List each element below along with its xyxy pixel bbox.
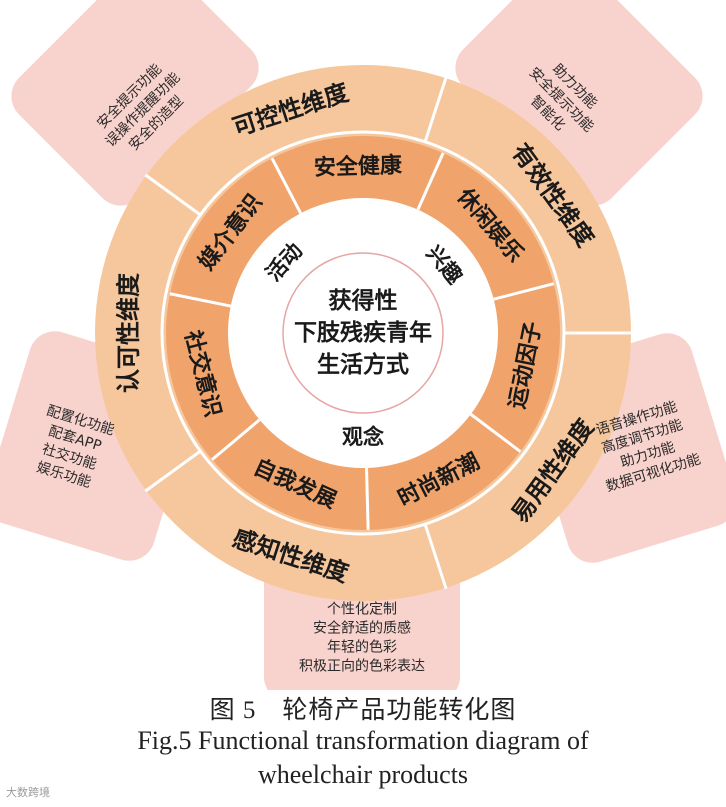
middle-divider-0 [270,157,302,214]
outer-segment-label-3: 认可性维度 [115,272,143,393]
figure-caption-english-line1: Fig.5 Functional transformation diagram … [137,726,589,755]
middle-divider-5 [211,418,261,461]
figure-caption-english-line2: wheelchair products [257,760,469,789]
outer-divider-3 [144,449,202,493]
callout-top-right [455,0,703,206]
callout-line-bottom-3: 积极正向的色彩表达 [299,658,425,675]
middle-divider-1 [416,152,445,211]
middle-divider-4 [365,467,370,530]
center-text-line-2: 生活方式 [317,351,409,378]
callout-box-top-right [455,0,703,206]
watermark-text: 大数跨境 [6,786,50,799]
outer-divider-4 [144,173,202,217]
center-text-line-0: 获得性 [329,287,398,314]
middle-segment-label-0: 安全健康 [314,152,404,181]
callout-box-top-left [11,0,259,206]
center-circle [282,252,444,414]
middle-divider-3 [469,413,522,453]
middle-divider-2 [493,282,555,301]
callout-line-bottom-1: 安全舒适的质感 [313,620,411,637]
callout-line-bottom-0: 个性化定制 [327,602,397,618]
callout-line-bottom-2: 年轻的色彩 [327,639,397,656]
outer-divider-2 [423,523,448,590]
function-transformation-diagram: 有效性维度易用性维度感知性维度认可性维度可控性维度安全健康休闲娱乐运动因子时尚新… [0,0,726,703]
figure-caption-chinese: 图 5 轮椅产品功能转化图 [209,697,517,724]
inner-ring-label-2: 观念 [342,425,384,449]
center-text-line-1: 下肢残疾青年 [294,319,432,346]
outer-divider-0 [423,76,448,143]
middle-divider-6 [169,292,232,308]
callout-top-left [11,0,259,206]
